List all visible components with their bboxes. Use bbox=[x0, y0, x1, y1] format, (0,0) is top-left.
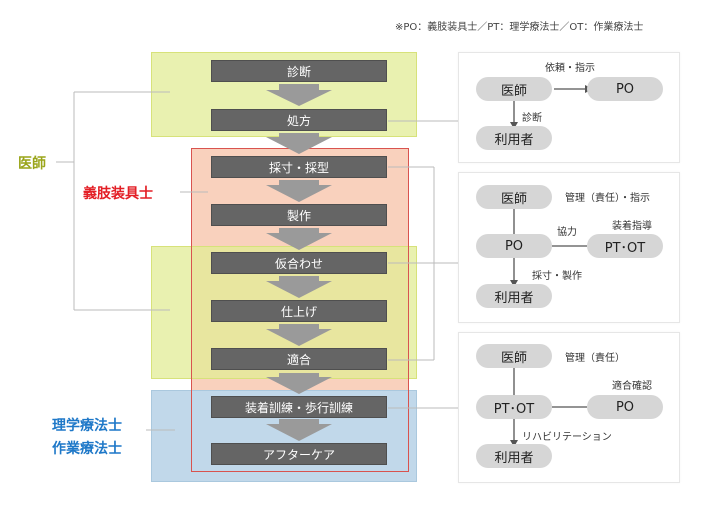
step-trial-fitting: 仮合わせ bbox=[211, 252, 387, 274]
label-fitting-guidance: 装着指導 bbox=[612, 221, 652, 232]
abbreviation-note: ※PO：義肢装具士／PT：理学療法士／OT：作業療法士 bbox=[395, 22, 644, 33]
role-label-doctor: 医師 bbox=[18, 156, 46, 172]
panel-training: 医師 PT･OT PO 利用者 管理（責任） 適合確認 リハビリテーション bbox=[458, 332, 680, 483]
node-po: PO bbox=[587, 395, 663, 419]
step-diagnosis: 診断 bbox=[211, 60, 387, 82]
label-diagnosis: 診断 bbox=[522, 113, 542, 124]
label-management-instruction: 管理（責任）・指示 bbox=[565, 193, 650, 204]
step-training: 装着訓練・歩行訓練 bbox=[211, 396, 387, 418]
node-po: PO bbox=[476, 234, 552, 258]
node-user: 利用者 bbox=[476, 284, 552, 308]
node-user: 利用者 bbox=[476, 126, 552, 150]
panel-prescription: 医師 PO 利用者 依頼・指示 診断 bbox=[458, 52, 680, 163]
label-request-instruction: 依頼・指示 bbox=[545, 63, 595, 74]
node-user: 利用者 bbox=[476, 444, 552, 468]
node-pt-ot: PT･OT bbox=[476, 395, 552, 419]
role-label-ot: 作業療法士 bbox=[52, 441, 122, 457]
panel-3-arrows bbox=[510, 368, 587, 447]
step-measurement: 採寸・採型 bbox=[211, 156, 387, 178]
step-finishing: 仕上げ bbox=[211, 300, 387, 322]
step-fitting: 適合 bbox=[211, 348, 387, 370]
node-doctor: 医師 bbox=[476, 77, 552, 101]
step-fabrication: 製作 bbox=[211, 204, 387, 226]
step-prescription: 処方 bbox=[211, 109, 387, 131]
node-doctor: 医師 bbox=[476, 344, 552, 368]
panel-2-arrows bbox=[510, 209, 587, 287]
label-fit-confirmation: 適合確認 bbox=[612, 381, 652, 392]
role-label-po: 義肢装具士 bbox=[83, 186, 153, 202]
node-doctor: 医師 bbox=[476, 185, 552, 209]
panel-fabrication: 医師 PO PT･OT 利用者 管理（責任）・指示 協力 装着指導 採寸・製作 bbox=[458, 172, 680, 323]
role-label-pt: 理学療法士 bbox=[52, 418, 122, 434]
node-po: PO bbox=[587, 77, 663, 101]
label-management: 管理（責任） bbox=[565, 353, 625, 364]
label-rehabilitation: リハビリテーション bbox=[522, 432, 612, 443]
label-cooperation: 協力 bbox=[557, 227, 577, 238]
step-aftercare: アフターケア bbox=[211, 443, 387, 465]
node-pt-ot: PT･OT bbox=[587, 234, 663, 258]
label-measure-fabricate: 採寸・製作 bbox=[532, 271, 582, 282]
